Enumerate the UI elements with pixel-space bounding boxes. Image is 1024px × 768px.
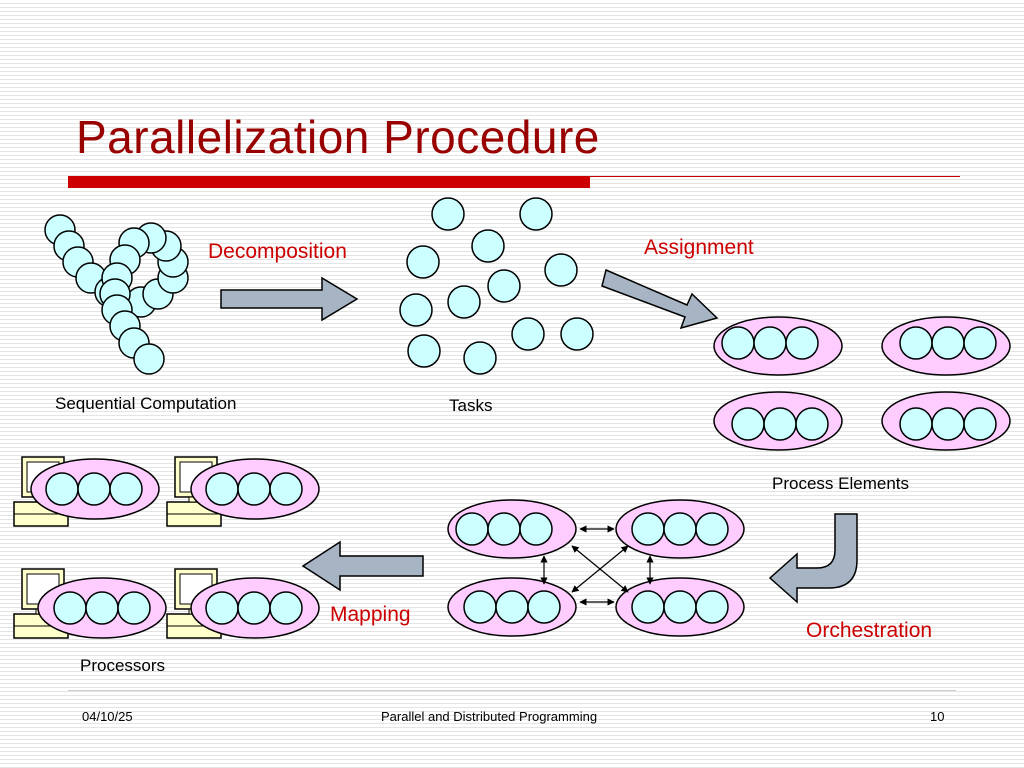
tasks-group [399, 197, 594, 375]
footer-divider [68, 690, 956, 691]
orchestrated-process [447, 577, 577, 637]
processor [13, 568, 167, 639]
label-process-elements: Process Elements [772, 474, 909, 493]
step-decomposition: Decomposition [208, 240, 347, 263]
mapping-arrow [301, 540, 424, 592]
footer-course: Parallel and Distributed Programming [381, 709, 598, 724]
process-element [713, 316, 843, 376]
orchestrated-process [615, 577, 745, 637]
sequential-computation-chain [44, 214, 189, 375]
orchestration-arrow [768, 513, 858, 604]
processor [166, 456, 320, 527]
footer-date: 04/10/25 [82, 709, 133, 724]
label-processors: Processors [80, 656, 166, 675]
slide-title: Parallelization Procedure [76, 111, 600, 163]
footer-page-number: 10 [930, 709, 945, 724]
step-mapping: Mapping [330, 603, 411, 626]
processor [166, 568, 320, 639]
process-element [713, 391, 843, 451]
title-underline-thin [590, 176, 960, 177]
process-element [881, 391, 1011, 451]
orchestrated-process [447, 499, 577, 559]
step-orchestration: Orchestration [806, 619, 933, 642]
step-assignment: Assignment [644, 236, 754, 259]
orchestrated-process [615, 499, 745, 559]
label-sequential-computation: Sequential Computation [55, 394, 237, 413]
label-tasks: Tasks [449, 396, 493, 415]
title-underline-thick [68, 176, 590, 188]
decomposition-arrow [220, 276, 359, 322]
communication-arrows [540, 525, 654, 606]
processor [13, 456, 160, 527]
process-element [881, 316, 1011, 376]
assignment-arrow [601, 268, 719, 330]
